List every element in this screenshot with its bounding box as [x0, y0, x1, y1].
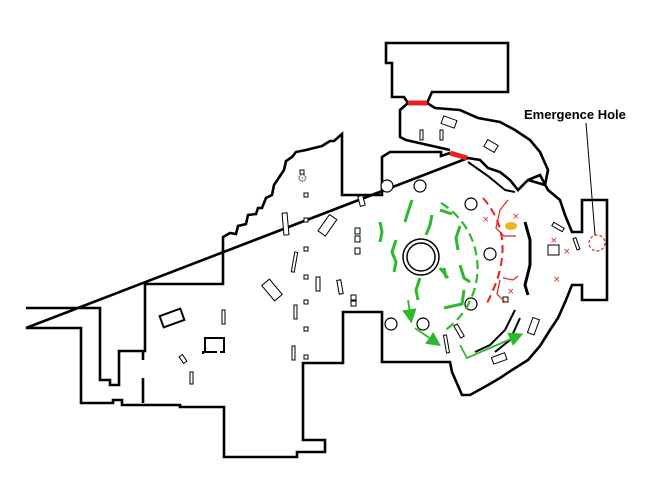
green-cover-marks: [378, 199, 479, 332]
green-dashed-arc: [440, 202, 479, 332]
outer-wall: [25, 131, 609, 459]
inner-arc-wall-north: [467, 161, 516, 193]
red-cover-marks: [495, 199, 519, 303]
gear-icon: ⚙: [297, 171, 308, 185]
svg-text:×: ×: [550, 236, 558, 246]
props: [158, 115, 581, 385]
emergence-hole-label: Emergence Hole: [524, 107, 626, 122]
red-x-marker: × × × × × ×: [482, 212, 571, 297]
svg-text:×: ×: [553, 275, 561, 285]
svg-text:×: ×: [507, 287, 515, 297]
label-leader-line: [585, 122, 596, 236]
inner-arc-wall-east: [523, 221, 532, 296]
emergence-hole-marker: [588, 234, 606, 252]
svg-text:×: ×: [563, 247, 571, 257]
center-ring: [402, 238, 440, 276]
north-annex-wall: [384, 41, 550, 187]
svg-text:×: ×: [482, 215, 490, 225]
center-ring-inner: [406, 242, 436, 272]
svg-text:×: ×: [512, 212, 520, 222]
door-east: [449, 150, 468, 161]
pillars: [380, 179, 497, 331]
red-dashed-arc: [482, 197, 504, 304]
route-arrows: [402, 299, 524, 360]
objective-marker: [505, 222, 517, 230]
